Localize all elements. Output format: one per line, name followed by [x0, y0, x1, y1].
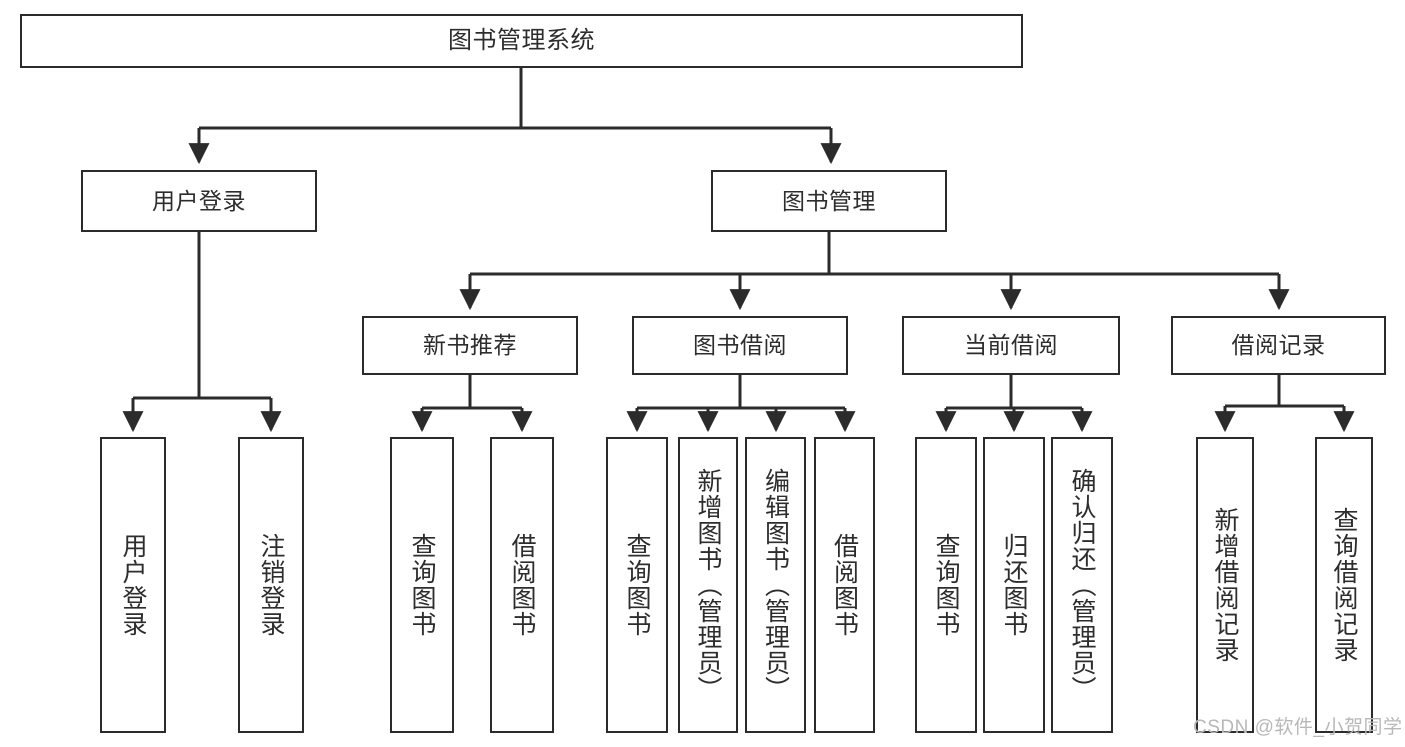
node-root[interactable]: 图书管理系统	[20, 14, 1023, 68]
leaf-logout-label: 注销登录	[257, 533, 285, 637]
leaf-borrow-book-2[interactable]: 借阅图书	[814, 437, 875, 733]
node-new-book-rec[interactable]: 新书推荐	[362, 316, 578, 375]
node-current-borrow-label: 当前借阅	[964, 332, 1058, 359]
leaf-query-book-1[interactable]: 查询图书	[390, 437, 454, 733]
node-book-borrow[interactable]: 图书借阅	[632, 316, 848, 375]
leaf-confirm-return-label: 确认归还（管理员）	[1068, 468, 1096, 702]
node-book-manage-label: 图书管理	[782, 187, 876, 214]
leaf-borrow-book-2-label: 借阅图书	[830, 533, 859, 637]
node-user-login-label: 用户登录	[152, 187, 246, 214]
leaf-user-login-label: 用户登录	[119, 533, 147, 637]
node-borrow-record[interactable]: 借阅记录	[1171, 316, 1386, 375]
leaf-borrow-book-1-label: 借阅图书	[508, 533, 536, 637]
node-new-book-rec-label: 新书推荐	[423, 332, 517, 359]
leaf-query-book-3[interactable]: 查询图书	[915, 437, 977, 733]
leaf-return-book[interactable]: 归还图书	[983, 437, 1045, 733]
leaf-add-book-label: 新增图书（管理员）	[694, 468, 722, 702]
leaf-add-record[interactable]: 新增借阅记录	[1196, 437, 1254, 733]
leaf-add-book[interactable]: 新增图书（管理员）	[678, 437, 738, 733]
leaf-confirm-return[interactable]: 确认归还（管理员）	[1051, 437, 1113, 733]
leaf-edit-book[interactable]: 编辑图书（管理员）	[745, 437, 806, 733]
node-root-label: 图书管理系统	[448, 27, 595, 55]
leaf-query-book-1-label: 查询图书	[408, 533, 436, 637]
node-borrow-record-label: 借阅记录	[1231, 332, 1326, 359]
leaf-query-book-3-label: 查询图书	[932, 533, 960, 637]
node-user-login[interactable]: 用户登录	[81, 170, 317, 232]
leaf-query-book-2[interactable]: 查询图书	[606, 437, 668, 733]
node-book-borrow-label: 图书借阅	[693, 332, 787, 359]
leaf-edit-book-label: 编辑图书（管理员）	[761, 468, 790, 702]
node-book-manage[interactable]: 图书管理	[711, 170, 947, 232]
leaf-logout[interactable]: 注销登录	[238, 437, 304, 733]
leaf-query-book-2-label: 查询图书	[623, 533, 651, 637]
leaf-borrow-book-1[interactable]: 借阅图书	[490, 437, 554, 733]
csdn-watermark: CSDN @软件_小贺同学	[1193, 717, 1403, 738]
leaf-add-record-label: 新增借阅记录	[1211, 507, 1239, 663]
leaf-query-record-label: 查询借阅记录	[1330, 507, 1358, 663]
leaf-return-book-label: 归还图书	[1000, 533, 1028, 637]
leaf-user-login[interactable]: 用户登录	[100, 437, 166, 733]
leaf-query-record[interactable]: 查询借阅记录	[1315, 437, 1373, 733]
node-current-borrow[interactable]: 当前借阅	[902, 316, 1120, 375]
